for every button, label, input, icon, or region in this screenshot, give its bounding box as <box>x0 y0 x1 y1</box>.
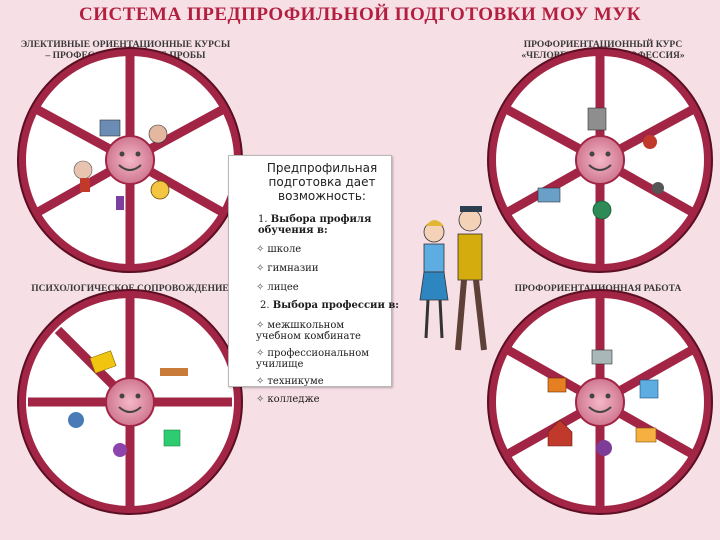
smiley-icon <box>118 393 142 413</box>
list2-item: ✧профессиональном училище <box>256 348 369 370</box>
step2-label: Выбора профессии в: <box>272 300 399 311</box>
list2-item: ✧техникуме <box>256 376 324 387</box>
center-info-box <box>228 155 392 387</box>
wheel-career-work <box>487 289 713 515</box>
diamond-bullet-icon: ✧ <box>256 394 265 405</box>
wheel-psychological-support <box>17 289 243 515</box>
diamond-bullet-icon: ✧ <box>256 348 265 359</box>
smiley-icon <box>588 393 612 413</box>
section-title-career-work: ПРОФОРИЕНТАЦИОННАЯ РАБОТА <box>514 284 682 294</box>
step1-label: Выбора профиля обучения в: <box>258 214 372 236</box>
list1-item: ✧школе <box>256 244 302 255</box>
smiley-icon <box>588 151 612 171</box>
center-heading: Предпрофильная подготовка дает возможнос… <box>266 161 378 203</box>
list1-item: ✧лицее <box>256 282 299 293</box>
list2-item: ✧колледже <box>256 394 320 405</box>
diamond-bullet-icon: ✧ <box>256 376 265 387</box>
list2-item: ✧межшкольном учебном комбинате <box>256 320 361 342</box>
step1-text: 1. Выбора профиля обучения в: <box>258 214 378 236</box>
step2-number: 2. <box>260 300 270 311</box>
wheel-elective-courses <box>17 47 243 273</box>
smiley-icon <box>118 151 142 171</box>
step2-text: 2. Выбора профессии в: <box>260 300 399 311</box>
diamond-bullet-icon: ✧ <box>256 320 265 331</box>
diamond-bullet-icon: ✧ <box>256 244 265 255</box>
diamond-bullet-icon: ✧ <box>256 282 265 293</box>
diamond-bullet-icon: ✧ <box>256 263 265 274</box>
step1-number: 1. <box>258 214 268 225</box>
list1-item: ✧гимназии <box>256 263 319 274</box>
page-title: СИСТЕМА ПРЕДПРОФИЛЬНОЙ ПОДГОТОВКИ МОУ МУ… <box>78 4 642 25</box>
students-illustration <box>419 206 487 351</box>
wheel-career-course <box>487 47 713 273</box>
